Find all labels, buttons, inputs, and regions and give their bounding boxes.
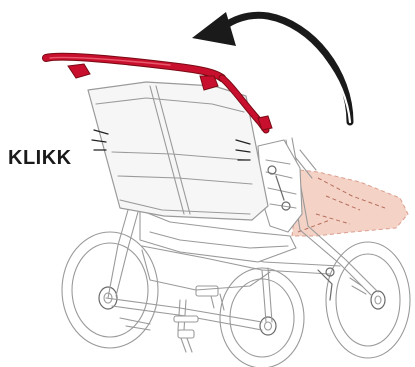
reclined-seat-ghost xyxy=(292,170,408,236)
front-wheel xyxy=(326,242,410,358)
klikk-label: KLIKK xyxy=(8,147,72,169)
